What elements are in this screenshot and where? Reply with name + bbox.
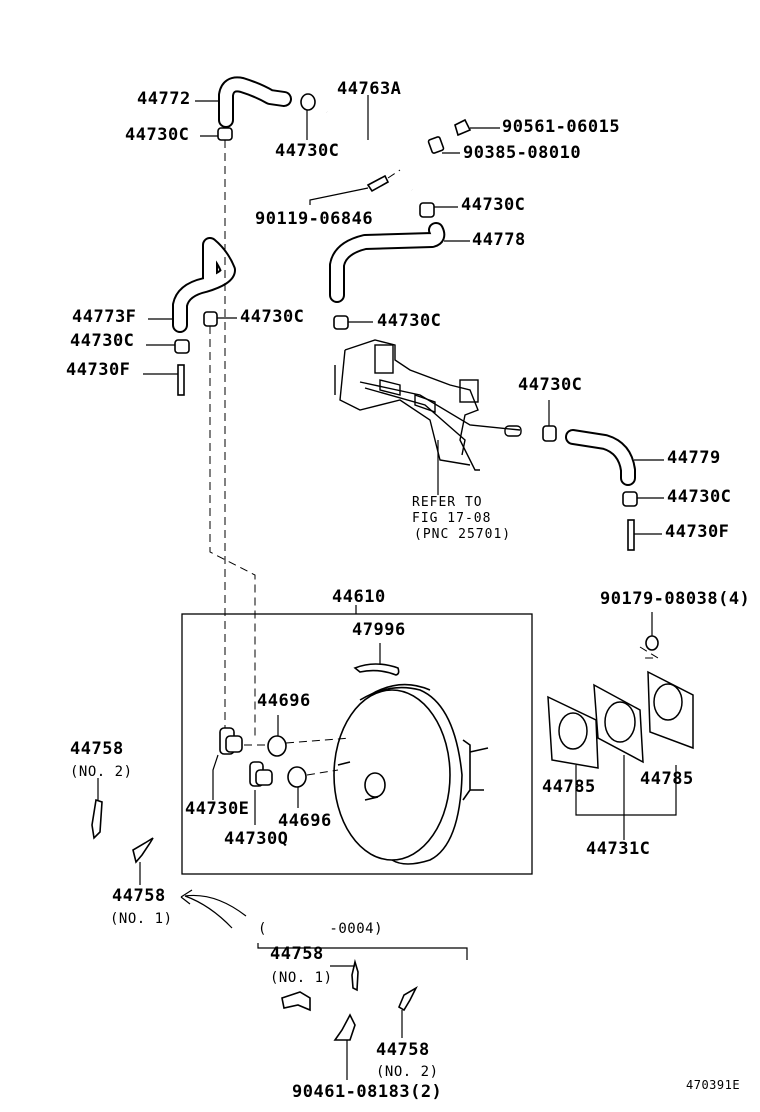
refer-note-line3: (PNC 25701) (414, 527, 512, 542)
clamp-icon (542, 425, 557, 442)
part-label-44610: 44610 (332, 587, 386, 607)
part-label-90385-08010: 90385-08010 (463, 143, 582, 163)
clamp-icon (622, 491, 638, 507)
part-label-44758-variant: (NO. 1) (270, 970, 333, 986)
gasket-stack (547, 670, 694, 769)
label-plate-icon (353, 663, 400, 676)
hose-44773f (172, 237, 236, 333)
clamp-icon (419, 202, 435, 218)
part-label-44785: 44785 (640, 769, 694, 789)
clamp-icon (174, 339, 190, 354)
part-label-44730f: 44730F (66, 360, 131, 380)
part-label-44785: 44785 (542, 777, 596, 797)
part-label-44772: 44772 (137, 89, 191, 109)
grommet-icon (287, 766, 307, 788)
part-label-44763a: 44763A (337, 79, 402, 99)
part-label-44730c: 44730C (125, 125, 190, 145)
part-label-44773f: 44773F (72, 307, 137, 327)
part-label-90561-06015: 90561-06015 (502, 117, 621, 137)
brake-booster (333, 683, 489, 865)
figure-id: 470391E (686, 1078, 741, 1092)
part-label-44758-variant: (NO. 1) (110, 911, 173, 927)
part-label-44779: 44779 (667, 448, 721, 468)
nut-icon (427, 136, 445, 154)
bracket-icon (333, 1013, 356, 1041)
part-label-44696: 44696 (278, 811, 332, 831)
vacuum-tank-assembly (334, 339, 522, 471)
part-label-44730c: 44730C (518, 375, 583, 395)
hose-44779 (565, 429, 636, 486)
part-label-44730c: 44730C (240, 307, 305, 327)
part-label-47996: 47996 (352, 620, 406, 640)
booster-assembly-box (181, 613, 533, 875)
check-valve-icon (627, 519, 635, 551)
clamp-icon (333, 315, 349, 330)
part-label-44758: 44758 (270, 944, 324, 964)
part-label-44730c: 44730C (667, 487, 732, 507)
part-label-44758-variant: (NO. 2) (376, 1064, 439, 1080)
bracket-44758-no2 (397, 985, 418, 1012)
date-range-note: ( -0004) (258, 921, 384, 937)
part-label-44758: 44758 (376, 1040, 430, 1060)
part-label-44730c: 44730C (461, 195, 526, 215)
part-label-44730q: 44730Q (224, 829, 289, 849)
part-label-44730f: 44730F (665, 522, 730, 542)
part-label-44758: 44758 (112, 886, 166, 906)
bracket-44758-no2 (91, 798, 103, 840)
check-valve-icon (177, 364, 185, 396)
hose-44772 (218, 76, 292, 128)
part-label-44730c: 44730C (70, 331, 135, 351)
grommet-icon (267, 735, 287, 757)
part-label-90461-08183: 90461-08183(2) (292, 1082, 443, 1102)
refer-note-line1: REFER TO (412, 495, 483, 510)
part-label-90119-06846: 90119-06846 (255, 209, 374, 229)
clamp-icon (203, 311, 218, 327)
clamp-icon (217, 127, 233, 141)
refer-note-line2: FIG 17-08 (412, 511, 492, 526)
nut-icon (645, 635, 659, 651)
part-label-44730c: 44730C (377, 311, 442, 331)
clamp-icon (300, 93, 316, 111)
part-label-44731c: 44731C (586, 839, 651, 859)
part-label-90179-08038: 90179-08038(4) (600, 589, 751, 609)
hose-44778 (329, 222, 446, 303)
bracket-icon (281, 991, 311, 1012)
part-label-44696: 44696 (257, 691, 311, 711)
part-label-44758: 44758 (70, 739, 124, 759)
bracket-44758-no1 (351, 958, 359, 992)
bracket-44758-no1 (132, 837, 154, 864)
part-label-44778: 44778 (472, 230, 526, 250)
bolt-icon (454, 118, 472, 137)
bolt-icon (366, 174, 390, 193)
part-label-44758-variant: (NO. 2) (70, 764, 133, 780)
part-label-44730c: 44730C (275, 141, 340, 161)
part-label-44730e: 44730E (185, 799, 250, 819)
